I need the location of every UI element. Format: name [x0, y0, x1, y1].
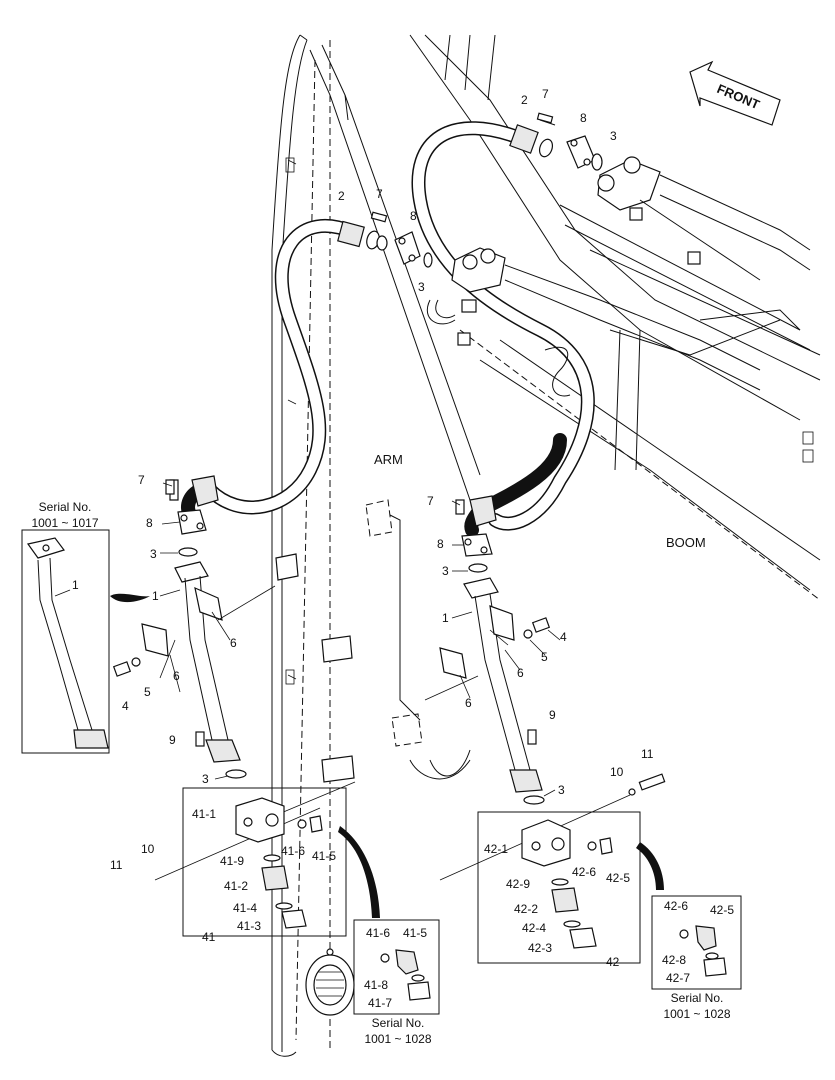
- label-42-4: 42-4: [522, 921, 546, 935]
- label-3-b: 3: [202, 772, 209, 786]
- label-42-1: 42-1: [484, 842, 508, 856]
- label-8-left: 8: [410, 209, 417, 223]
- flange-clamp-8-left-upper: [394, 231, 421, 265]
- label-42-8: 42-8: [662, 953, 686, 967]
- boom-side-hose-assembly: [427, 247, 761, 517]
- long-hose-2-left: [203, 211, 433, 515]
- serial-note-title-3: Serial No.: [671, 991, 724, 1005]
- flange-clamp-8-right: [461, 533, 493, 557]
- valve-block-42-1: [521, 819, 571, 867]
- label-3-d: 3: [558, 783, 565, 797]
- label-6-a: 6: [230, 636, 237, 650]
- label-4-b: 4: [560, 630, 567, 644]
- label-7-left: 7: [376, 187, 383, 201]
- label-11-a: 11: [110, 858, 123, 872]
- label-41-7: 41-7: [368, 996, 392, 1010]
- arm-structure-outline: [271, 34, 481, 1057]
- label-41-8: 41-8: [364, 978, 388, 992]
- label-42-3: 42-3: [528, 941, 552, 955]
- label-41-3: 41-3: [237, 919, 261, 933]
- detail-box-42-serial-1001-1028: Serial No. 1001 ~ 1028: [651, 895, 742, 1021]
- detail-box-serial-1001-1017: Serial No. 1001 ~ 1017: [21, 500, 150, 754]
- label-8-a: 8: [146, 516, 153, 530]
- detail-box-41: [182, 787, 380, 937]
- label-41: 41: [202, 930, 216, 944]
- serial-note-range-3: 1001 ~ 1028: [663, 1007, 730, 1021]
- leader-lines: [154, 482, 631, 881]
- label-9-a: 9: [169, 733, 176, 747]
- label-42-9: 42-9: [506, 877, 530, 891]
- label-1-detail: 1: [72, 578, 79, 592]
- label-1-b: 1: [442, 611, 449, 625]
- label-41-2: 41-2: [224, 879, 248, 893]
- label-4-a: 4: [122, 699, 129, 713]
- label-1-a: 1: [152, 589, 159, 603]
- label-3-upper: 3: [610, 129, 617, 143]
- label-9-b: 9: [549, 708, 556, 722]
- label-3-left: 3: [418, 280, 425, 294]
- mounting-blocks: [275, 499, 471, 783]
- label-7-a: 7: [138, 473, 145, 487]
- swivel-joint-grille: [305, 948, 355, 1016]
- boom-label: BOOM: [666, 535, 706, 550]
- valve-block-41-1: [235, 797, 285, 843]
- label-2-upper: 2: [521, 93, 528, 107]
- label-6-b: 6: [173, 669, 180, 683]
- flange-clamp-upper-8: [566, 135, 596, 169]
- label-2-left: 2: [338, 189, 345, 203]
- label-42-5: 42-5: [606, 871, 630, 885]
- label-42-2: 42-2: [514, 902, 538, 916]
- part-number-labels: ARM BOOM 2 7 8 3 2 7 8 3 7 8 3 1 1 6 6 5…: [72, 87, 734, 1010]
- label-11-b: 11: [641, 747, 654, 761]
- flange-clamp-8-left: [177, 509, 207, 535]
- label-41-1: 41-1: [192, 807, 216, 821]
- label-3-c: 3: [442, 564, 449, 578]
- boom-structure-outline: [409, 34, 821, 601]
- label-41-5-detail: 41-5: [403, 926, 427, 940]
- detail-box-41-serial-1001-1028: Serial No. 1001 ~ 1028: [353, 919, 440, 1046]
- label-42-7: 42-7: [666, 971, 690, 985]
- label-5-b: 5: [541, 650, 548, 664]
- right-pipe-assembly: [439, 495, 666, 805]
- label-42-6-detail: 42-6: [664, 899, 688, 913]
- serial-note-title-2: Serial No.: [372, 1016, 425, 1030]
- label-42-6: 42-6: [572, 865, 596, 879]
- label-5-a: 5: [144, 685, 151, 699]
- label-6-d: 6: [465, 696, 472, 710]
- label-3-a: 3: [150, 547, 157, 561]
- label-42-5-detail: 42-5: [710, 903, 734, 917]
- serial-note-range-2: 1001 ~ 1028: [364, 1032, 431, 1046]
- label-41-9: 41-9: [220, 854, 244, 868]
- label-8-upper: 8: [580, 111, 587, 125]
- label-10-a: 10: [141, 842, 155, 856]
- detail-box-42: [477, 811, 664, 964]
- label-7-b: 7: [427, 494, 434, 508]
- serial-note-title-1: Serial No.: [39, 500, 92, 514]
- left-pipe-assembly: [112, 475, 247, 779]
- label-41-6: 41-6: [281, 844, 305, 858]
- front-direction-arrow: FRONT: [689, 60, 781, 126]
- arm-label: ARM: [374, 452, 403, 467]
- label-41-5: 41-5: [312, 849, 336, 863]
- label-41-6-detail: 41-6: [366, 926, 390, 940]
- label-41-4: 41-4: [233, 901, 257, 915]
- serial-note-range-1: 1001 ~ 1017: [31, 516, 98, 530]
- label-6-c: 6: [517, 666, 524, 680]
- label-7-upper: 7: [542, 87, 549, 101]
- label-42: 42: [606, 955, 620, 969]
- label-10-b: 10: [610, 765, 624, 779]
- label-8-b: 8: [437, 537, 444, 551]
- upper-hose-assembly: [411, 112, 811, 531]
